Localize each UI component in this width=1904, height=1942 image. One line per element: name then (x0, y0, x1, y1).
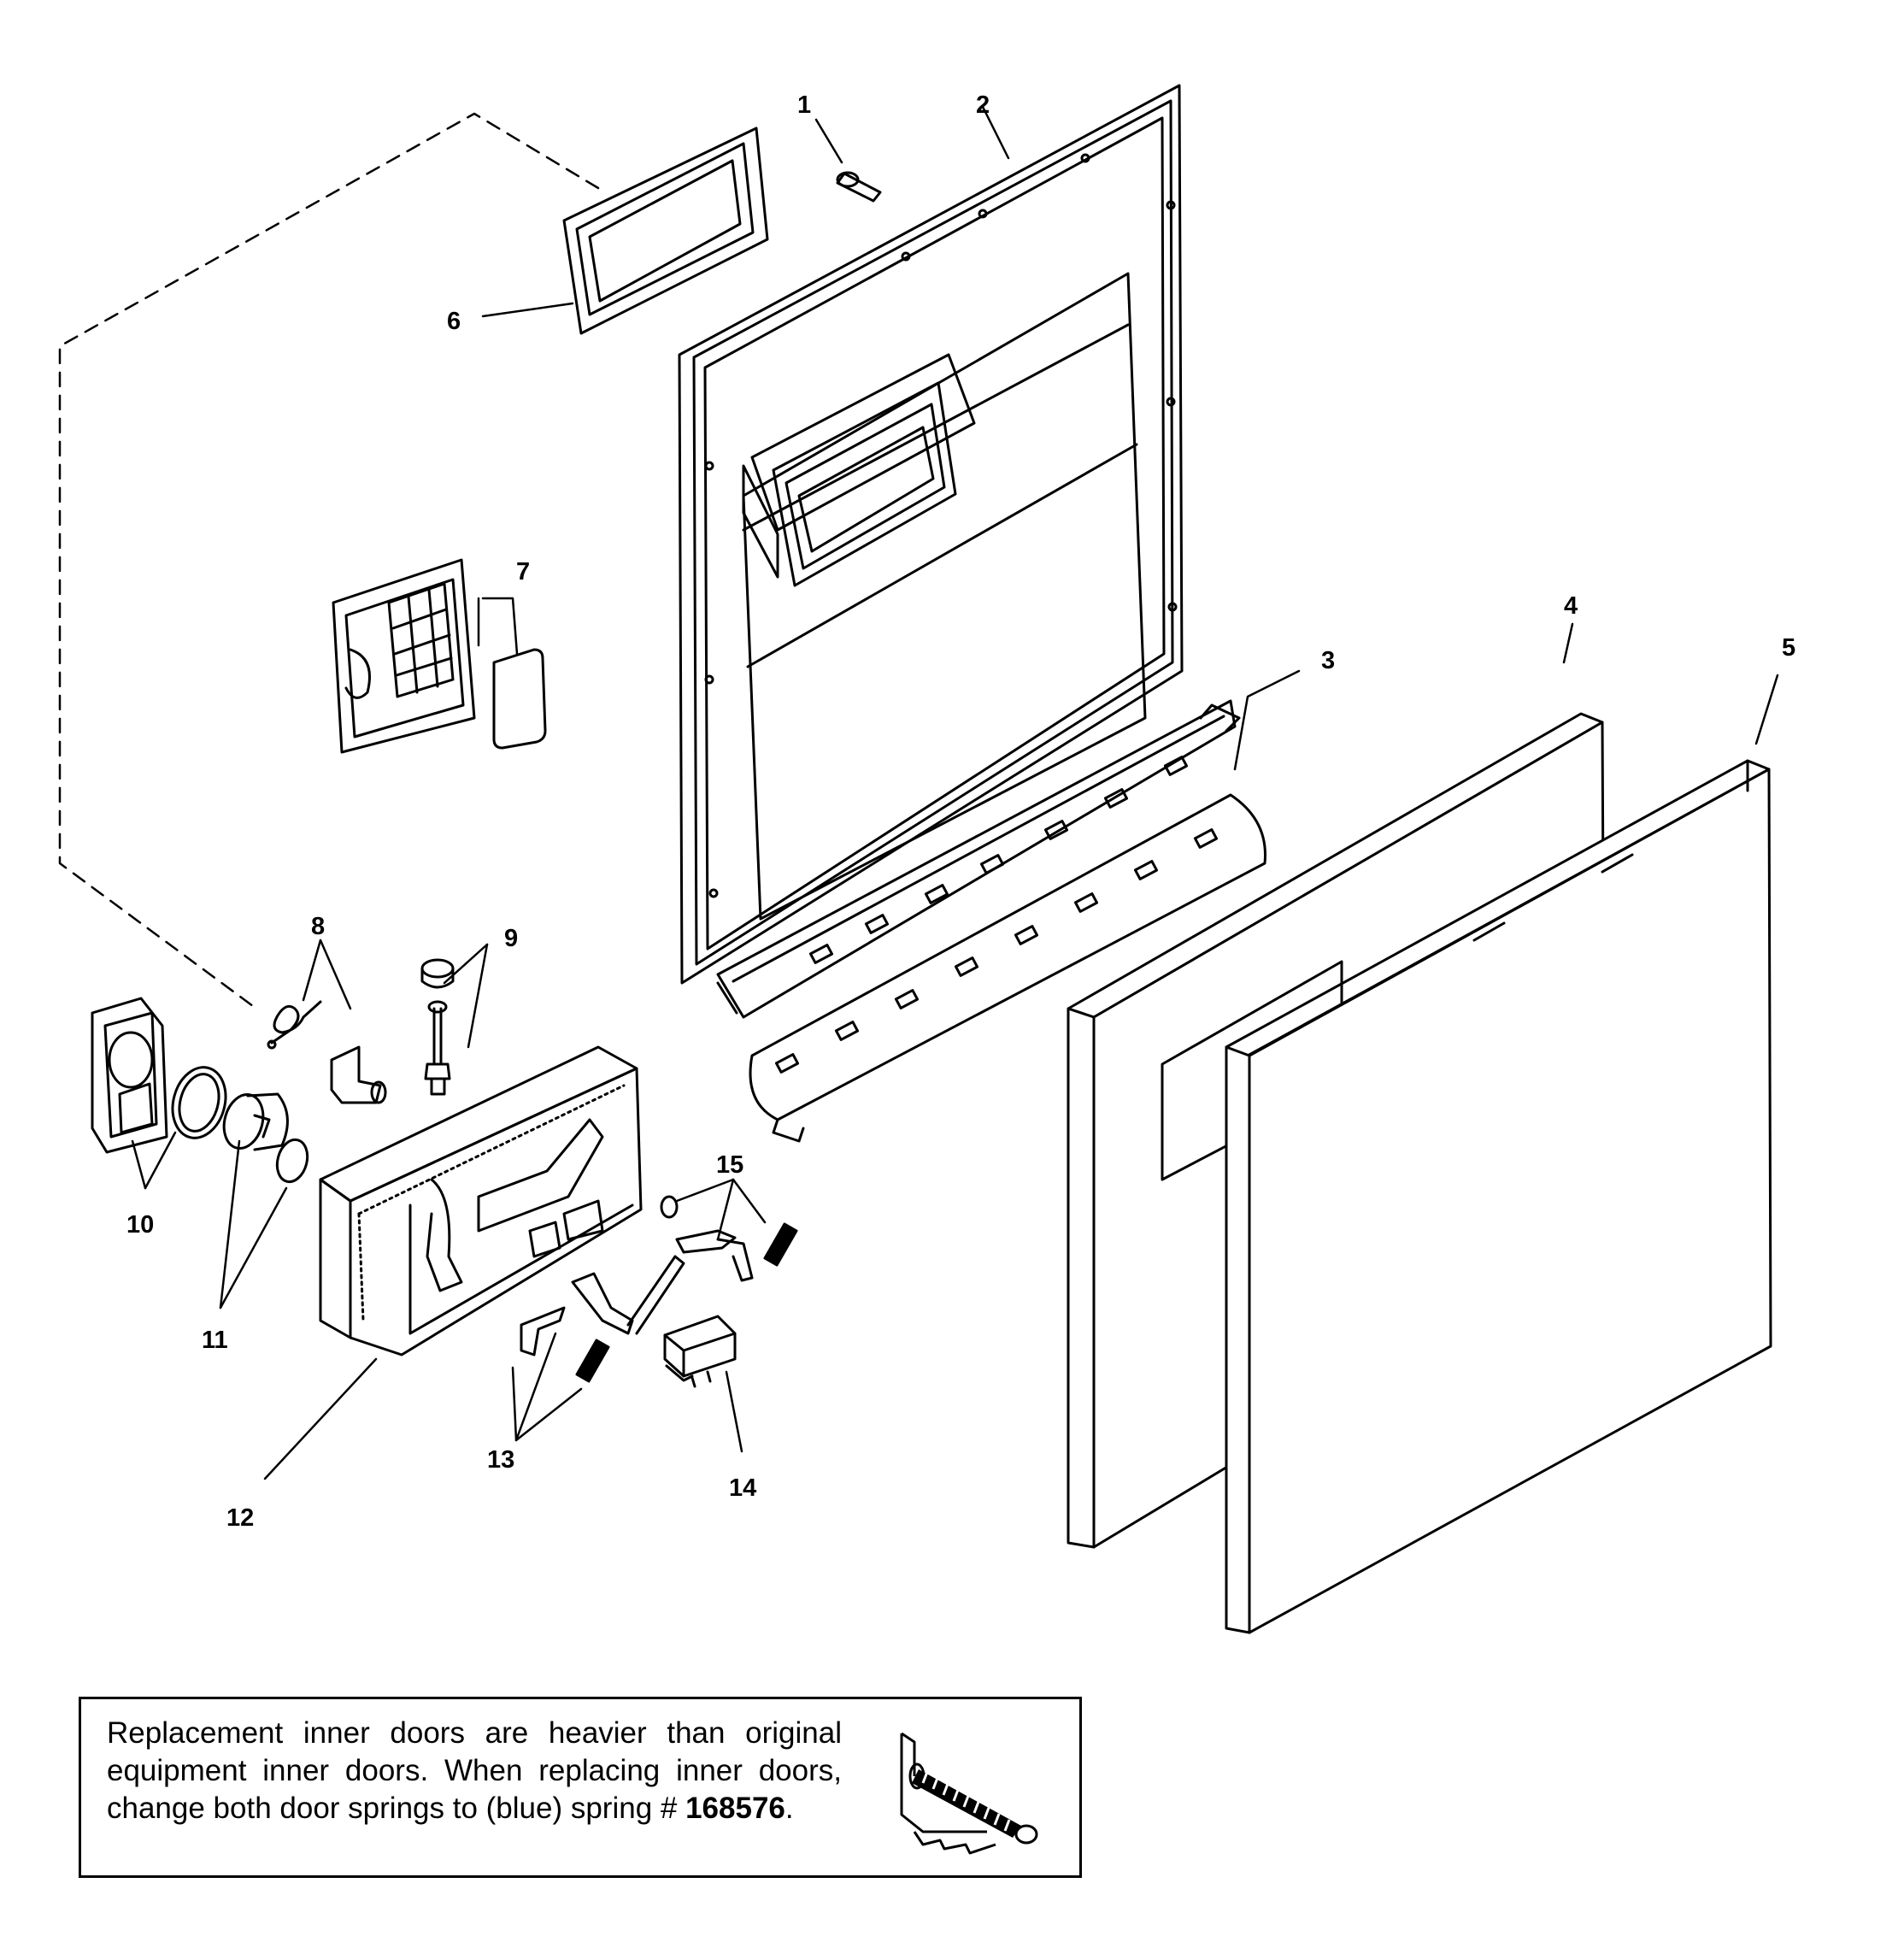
switch-part (663, 1315, 737, 1388)
callout-7: 7 (516, 558, 530, 586)
callout-6: 6 (447, 308, 461, 335)
callout-3: 3 (1321, 647, 1335, 674)
hinge-spring-part (267, 1000, 387, 1104)
callout-labels: 1 2 3 4 5 6 7 8 9 10 11 12 13 14 15 (126, 91, 1795, 1532)
latch-part (660, 1195, 754, 1282)
filter-part (492, 648, 547, 750)
plunger-part (420, 958, 455, 1096)
note-end: . (785, 1792, 794, 1825)
trim-strip-part (716, 699, 1241, 1019)
front-panel-part (1161, 759, 1772, 1634)
vent-part (332, 558, 476, 754)
dashed-group-outline (58, 112, 600, 1010)
replacement-note: Replacement inner doors are heavier than… (79, 1697, 1082, 1878)
note-body: Replacement inner doors are heavier than… (107, 1716, 842, 1825)
callout-8: 8 (311, 913, 325, 940)
door-spring-icon (900, 1732, 1038, 1855)
callout-2: 2 (976, 91, 990, 119)
callout-1: 1 (797, 91, 811, 119)
callout-9: 9 (504, 925, 518, 952)
inner-door-part (678, 84, 1184, 985)
callout-4: 4 (1564, 592, 1578, 620)
callout-13: 13 (487, 1446, 514, 1474)
window-gasket-part (562, 127, 769, 335)
knob-part (222, 1092, 309, 1184)
callout-15: 15 (716, 1151, 743, 1179)
callout-10: 10 (126, 1211, 154, 1239)
spring-13-part (575, 1339, 610, 1383)
screw-part (836, 171, 882, 203)
callout-14: 14 (729, 1474, 756, 1502)
ring-part (171, 1066, 227, 1139)
control-housing-part (319, 1045, 643, 1356)
callout-5: 5 (1782, 634, 1795, 662)
callout-11: 11 (202, 1327, 228, 1354)
lever-part (520, 1255, 685, 1356)
handle-bezel-part (91, 997, 168, 1154)
note-text: Replacement inner doors are heavier than… (107, 1715, 842, 1827)
leader-lines (131, 105, 1779, 1480)
spring-part-number: 168576 (685, 1792, 785, 1825)
spring-15-part (763, 1222, 798, 1267)
lower-cover-part (749, 793, 1266, 1143)
callout-12: 12 (226, 1504, 254, 1532)
